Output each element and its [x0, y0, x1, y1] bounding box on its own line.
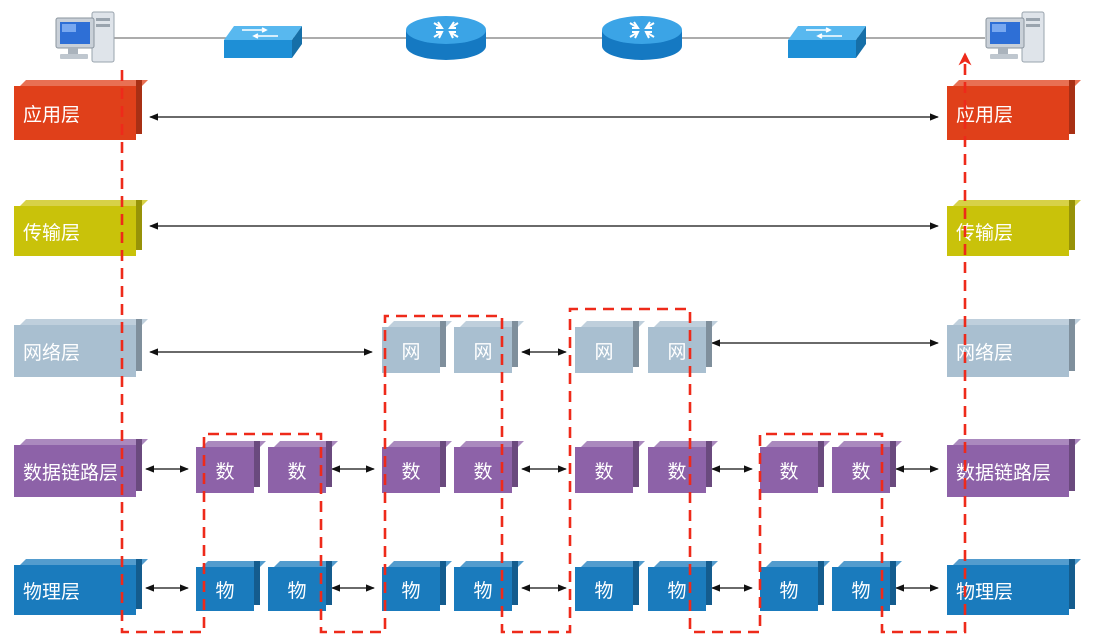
physical-node-7: 物 — [760, 561, 830, 611]
left-transport-layer: 传输层 — [14, 200, 148, 256]
physical-node-7-label: 物 — [760, 567, 818, 611]
left-network-layer-label: 网络层 — [14, 325, 136, 377]
datalink-node-3-label: 数 — [382, 447, 440, 493]
datalink-node-2-label: 数 — [268, 447, 326, 493]
left-application-layer-label: 应用层 — [14, 86, 136, 140]
datalink-node-6-label: 数 — [648, 447, 706, 493]
physical-node-3-label: 物 — [382, 567, 440, 611]
datalink-node-4: 数 — [454, 441, 524, 493]
datalink-node-1: 数 — [196, 441, 266, 493]
datalink-node-7-label: 数 — [760, 447, 818, 493]
left-network-layer: 网络层 — [14, 319, 148, 377]
right-network-layer: 网络层 — [947, 319, 1081, 377]
datalink-node-1-label: 数 — [196, 447, 254, 493]
physical-node-1: 物 — [196, 561, 266, 611]
left-application-layer: 应用层 — [14, 80, 148, 140]
network-node-3-label: 网 — [575, 327, 633, 373]
pc-right-computer-icon — [982, 8, 1048, 72]
right-datalink-layer-label: 数据链路层 — [947, 445, 1069, 497]
right-application-layer-label: 应用层 — [947, 86, 1069, 140]
physical-node-1-label: 物 — [196, 567, 254, 611]
physical-node-5: 物 — [575, 561, 645, 611]
left-transport-layer-label: 传输层 — [14, 206, 136, 256]
network-node-1-label: 网 — [382, 327, 440, 373]
switch-right-switch-icon — [786, 24, 868, 64]
physical-node-5-label: 物 — [575, 567, 633, 611]
physical-node-3: 物 — [382, 561, 452, 611]
switch-left-switch-icon — [222, 24, 304, 64]
left-datalink-layer-label: 数据链路层 — [14, 445, 136, 497]
physical-node-8-label: 物 — [832, 567, 890, 611]
datalink-node-4-label: 数 — [454, 447, 512, 493]
datalink-node-2: 数 — [268, 441, 338, 493]
physical-node-2-label: 物 — [268, 567, 326, 611]
right-transport-layer-label: 传输层 — [947, 206, 1069, 256]
left-physical-layer-label: 物理层 — [14, 565, 136, 615]
physical-node-8: 物 — [832, 561, 902, 611]
peer-arrows — [145, 113, 939, 592]
physical-node-4-label: 物 — [454, 567, 512, 611]
left-physical-layer: 物理层 — [14, 559, 148, 615]
datalink-node-6: 数 — [648, 441, 718, 493]
right-datalink-layer: 数据链路层 — [947, 439, 1081, 497]
datalink-node-8: 数 — [832, 441, 902, 493]
right-application-layer: 应用层 — [947, 80, 1081, 140]
right-physical-layer-label: 物理层 — [947, 565, 1069, 615]
network-node-4-label: 网 — [648, 327, 706, 373]
right-physical-layer: 物理层 — [947, 559, 1081, 615]
router-right-router-icon — [600, 14, 684, 66]
network-node-2: 网 — [454, 321, 524, 373]
network-node-1: 网 — [382, 321, 452, 373]
router-left-router-icon — [404, 14, 488, 66]
datalink-node-3: 数 — [382, 441, 452, 493]
right-transport-layer: 传输层 — [947, 200, 1081, 256]
network-node-4: 网 — [648, 321, 718, 373]
physical-node-4: 物 — [454, 561, 524, 611]
pc-left-computer-icon — [52, 8, 118, 72]
physical-node-6-label: 物 — [648, 567, 706, 611]
datalink-node-5-label: 数 — [575, 447, 633, 493]
left-datalink-layer: 数据链路层 — [14, 439, 148, 497]
network-node-2-label: 网 — [454, 327, 512, 373]
datalink-node-7: 数 — [760, 441, 830, 493]
network-node-3: 网 — [575, 321, 645, 373]
physical-node-6: 物 — [648, 561, 718, 611]
right-network-layer-label: 网络层 — [947, 325, 1069, 377]
physical-node-2: 物 — [268, 561, 338, 611]
datalink-node-5: 数 — [575, 441, 645, 493]
datalink-node-8-label: 数 — [832, 447, 890, 493]
